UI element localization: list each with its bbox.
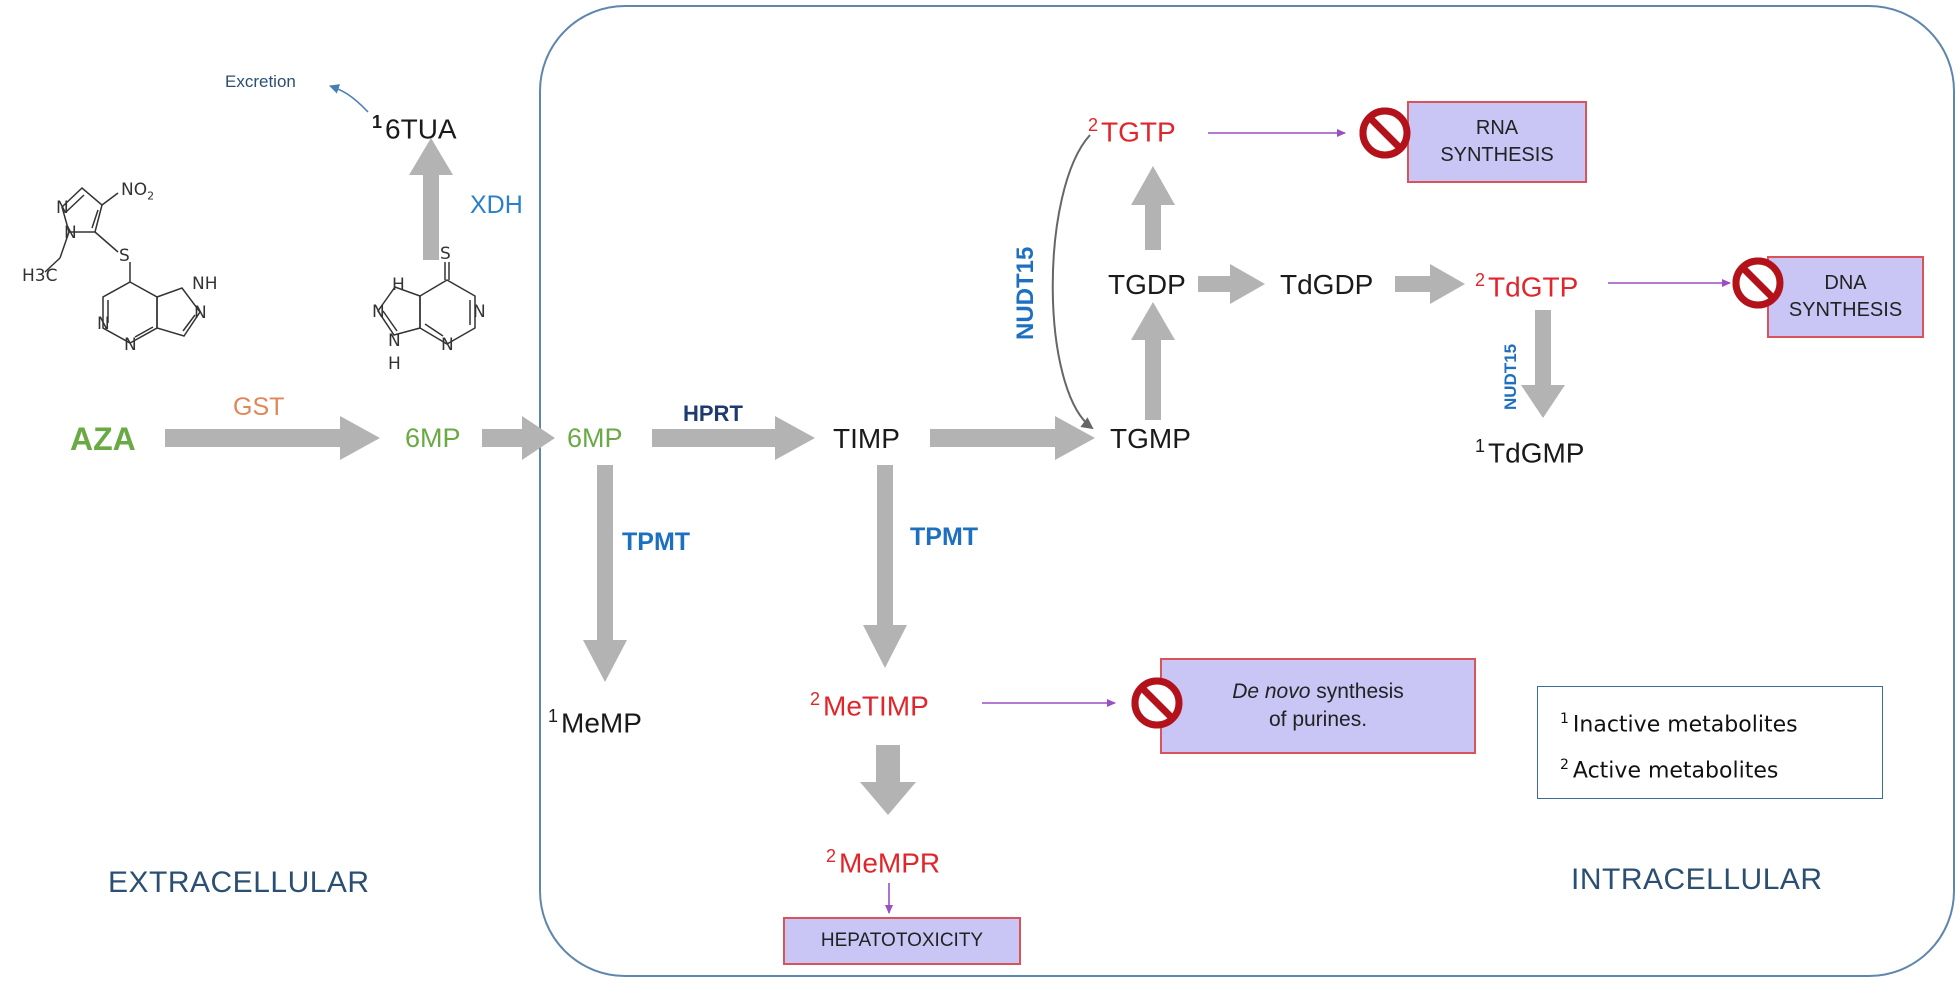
excretion-label: Excretion: [225, 72, 296, 91]
arrow-tdgdp-tdgtp: [1395, 264, 1465, 304]
sup-mempr: 2: [826, 846, 837, 866]
de-novo-box: De novo synthesis of purines.: [1160, 658, 1476, 754]
arrow-tgmp-tgdp: [1131, 302, 1175, 420]
arrow-tgdp-tgtp: [1131, 166, 1175, 250]
dna-synthesis-label: SYNTHESIS: [1788, 299, 1903, 321]
arrow-excretion: [329, 84, 369, 113]
enzyme-tpmt-2: TPMT: [910, 523, 979, 551]
mp-hn-label: H: [392, 275, 405, 295]
metabolite-tgmp: TGMP: [1110, 423, 1191, 454]
aza-s-label: S: [119, 246, 130, 266]
label-tdgmp: TdGMP: [1488, 437, 1585, 469]
metabolite-6mp-intracellular: 6MP: [567, 423, 623, 453]
mp-n3: N: [388, 331, 401, 351]
de-novo-rest: synthesis: [1310, 679, 1404, 703]
sup-tdgmp: 1: [1475, 436, 1486, 456]
arrow-6mp-timp: [652, 416, 815, 460]
effect-arrows: [885, 129, 1731, 914]
rna-label: RNA: [1475, 117, 1519, 139]
arrow-timp-metimp: [863, 465, 907, 668]
enzyme-hprt: HPRT: [683, 401, 743, 426]
aza-structure: [44, 186, 201, 344]
label-tdgtp: TdGTP: [1488, 271, 1579, 303]
label-mempr: MeMPR: [839, 847, 941, 879]
mp-h2-label: H: [388, 354, 401, 374]
metabolite-tgdp: TGDP: [1108, 269, 1186, 300]
cell-boundary: [539, 5, 1955, 977]
main-arrows: [165, 138, 1565, 815]
dna-synthesis-box: DNA SYNTHESIS: [1767, 256, 1924, 338]
legend-line-1: Inactive metabolites: [1572, 712, 1798, 738]
de-novo-italic: De novo: [1232, 679, 1311, 703]
de-novo-line2: of purines.: [1268, 708, 1368, 731]
arrow-timp-tgmp: [930, 416, 1095, 460]
enzyme-tpmt-1: TPMT: [622, 528, 691, 556]
rna-synthesis-label: SYNTHESIS: [1440, 144, 1554, 166]
sup-6tua: 1: [372, 112, 383, 132]
arrow-metimp-mempr: [860, 745, 916, 815]
label-6tua: 6TUA: [385, 113, 457, 145]
no-entry-icon: [1359, 107, 1411, 159]
label-memp: MeMP: [561, 707, 642, 739]
hepatotoxicity-label: HEPATOTOXICITY: [820, 930, 984, 952]
legend-line-2: Active metabolites: [1572, 758, 1779, 784]
mp-n4: N: [372, 302, 385, 322]
rna-synthesis-box: RNA SYNTHESIS: [1407, 101, 1587, 183]
sup-tgtp: 2: [1088, 115, 1099, 135]
enzyme-nudt15-2: NUDT15: [1501, 343, 1520, 410]
enzyme-nudt15-1: NUDT15: [1012, 246, 1039, 340]
enzyme-gst: GST: [233, 393, 285, 421]
mp-s-label: S: [440, 244, 451, 264]
aza-h3c-label: H3C: [22, 266, 58, 286]
mp-n1: N: [473, 302, 486, 322]
metabolite-6mp-extracellular: 6MP: [405, 423, 461, 453]
aza-n5: N: [194, 303, 207, 323]
label-metimp: MeTIMP: [823, 690, 929, 722]
region-intracellular: INTRACELLULAR: [1571, 863, 1823, 896]
aza-n3: N: [97, 314, 110, 334]
aza-nh-label: NH: [192, 274, 218, 294]
arrow-tgdp-tdgdp: [1198, 264, 1265, 304]
metabolite-tdgdp: TdGDP: [1280, 269, 1374, 300]
aza-n2: N: [64, 223, 77, 243]
legend-sup-1: 1: [1560, 711, 1569, 727]
mp6-structure: [377, 262, 476, 345]
legend-sup-2: 2: [1560, 757, 1569, 773]
hepatotoxicity-box: HEPATOTOXICITY: [783, 917, 1021, 965]
arrow-6mp-6tua: [409, 138, 453, 260]
label-tgtp: TGTP: [1101, 116, 1176, 148]
metabolite-aza: AZA: [70, 421, 136, 457]
arrow-6mp-memp: [583, 465, 627, 682]
sup-memp: 1: [548, 706, 559, 726]
arrow-nudt15-curve: [1051, 134, 1094, 430]
sup-tdgtp: 2: [1475, 270, 1486, 290]
arrow-tdgtp-tdgmp: [1521, 310, 1565, 418]
dna-label: DNA: [1824, 272, 1867, 294]
enzyme-xdh: XDH: [470, 191, 523, 219]
region-extracellular: EXTRACELLULAR: [108, 866, 370, 899]
aza-n4: N: [124, 335, 137, 355]
arrow-aza-6mp: [165, 416, 380, 460]
sup-metimp: 2: [810, 689, 821, 709]
arrow-6mp-6mp: [482, 416, 555, 460]
aza-no2-label: NO2: [121, 180, 155, 203]
mp-n2: N: [441, 335, 454, 355]
metabolite-timp: TIMP: [833, 423, 900, 454]
aza-n1: N: [56, 198, 69, 218]
